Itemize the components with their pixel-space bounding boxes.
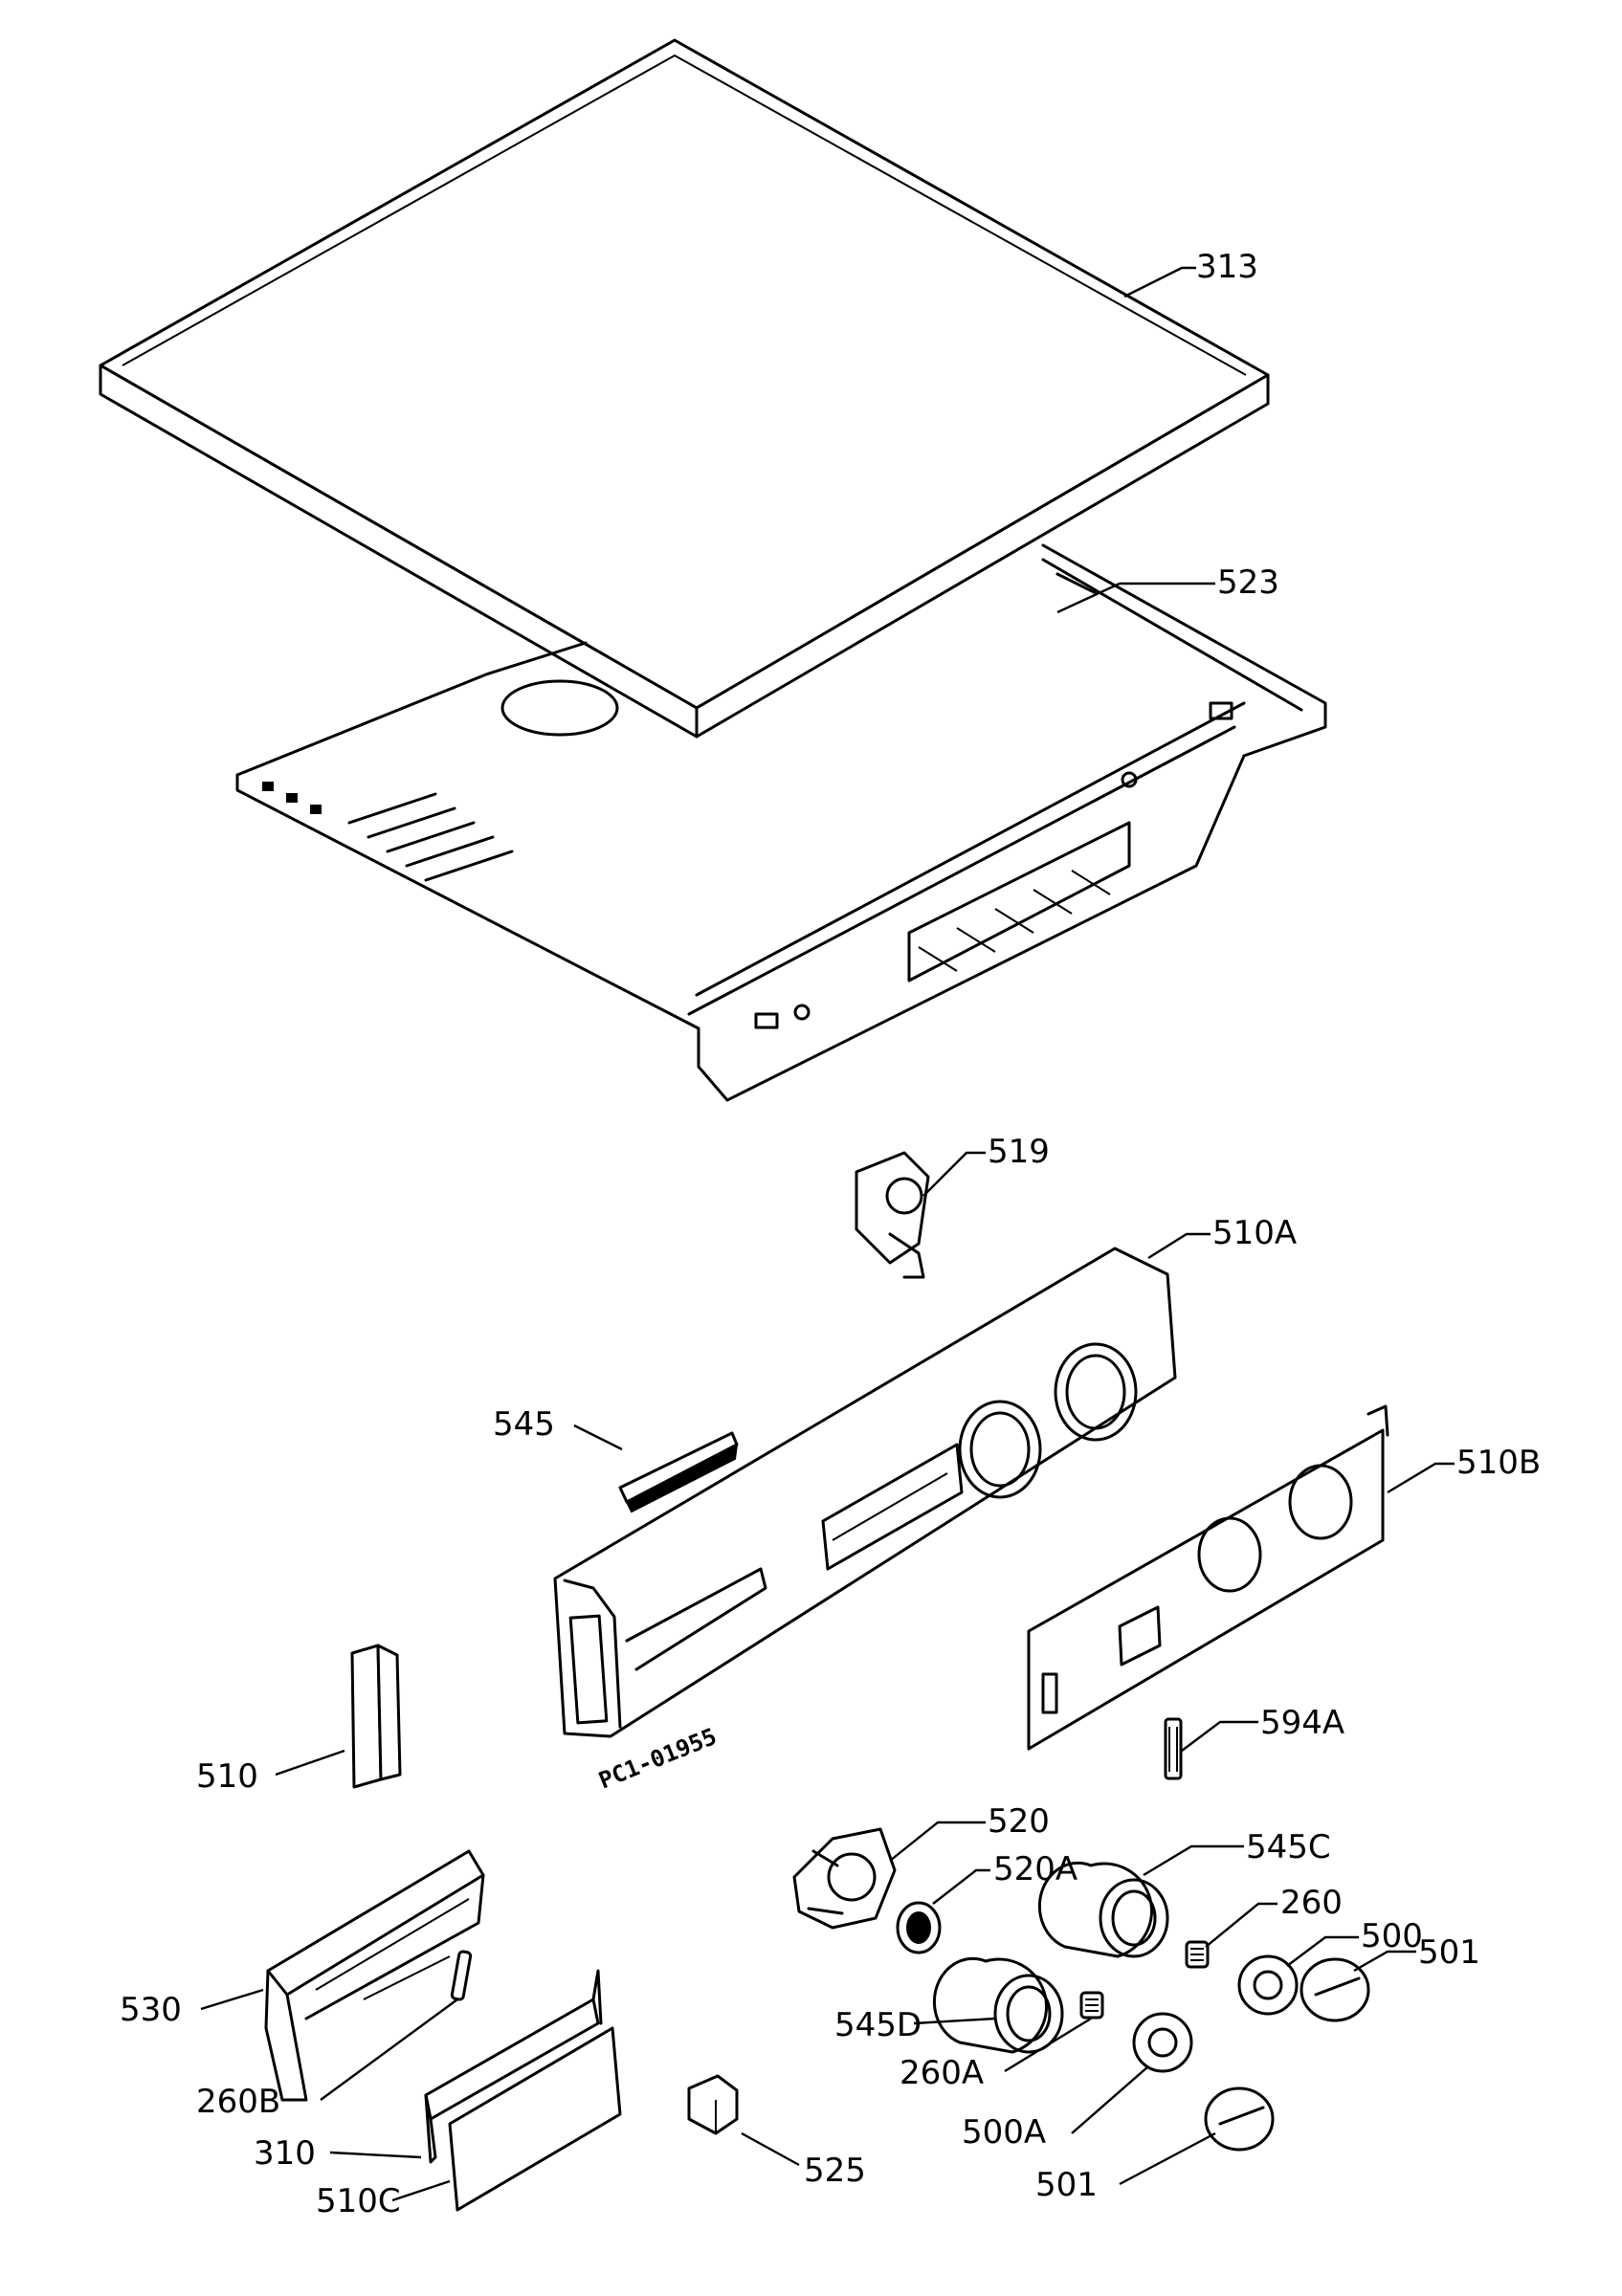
label-545: 545: [493, 1405, 555, 1444]
part-310-cover: [424, 1969, 603, 2164]
part-501-knob-right: [1300, 1957, 1370, 2022]
part-260b: [450, 1950, 473, 2001]
part-500a: [1132, 2012, 1193, 2073]
part-523-frame: [235, 543, 1327, 1102]
label-520a: 520A: [993, 1850, 1078, 1888]
label-313: 313: [1196, 248, 1258, 286]
label-530: 530: [120, 1991, 182, 2029]
label-260: 260: [1280, 1884, 1343, 1922]
label-501-bottom: 501: [1035, 2166, 1098, 2204]
part-labels: 313 523 519 510A 545 510B 594A 510 520 5…: [120, 248, 1541, 2220]
part-545c: [1037, 1861, 1169, 1958]
part-520: [792, 1827, 897, 1930]
label-310: 310: [254, 2134, 316, 2173]
label-260a: 260A: [900, 2054, 984, 2092]
label-525: 525: [804, 2152, 866, 2190]
label-510b: 510B: [1456, 1444, 1541, 1482]
part-520a: [896, 1901, 942, 1954]
label-500: 500: [1361, 1917, 1423, 1955]
part-510-bracket: [350, 1644, 402, 1789]
label-510c: 510C: [316, 2182, 401, 2220]
label-545d: 545D: [834, 2006, 922, 2044]
label-500a: 500A: [962, 2113, 1046, 2152]
part-500: [1237, 1954, 1299, 2016]
label-519: 519: [988, 1133, 1050, 1171]
part-501-knob-bottom: [1204, 2086, 1275, 2152]
label-594a: 594A: [1260, 1704, 1344, 1742]
label-260b: 260B: [196, 2083, 280, 2121]
label-520: 520: [988, 1802, 1050, 1841]
part-519: [855, 1151, 930, 1279]
label-510: 510: [196, 1757, 258, 1796]
label-545c: 545C: [1246, 1828, 1331, 1866]
part-545: [618, 1431, 739, 1513]
part-260-spring: [1185, 1940, 1210, 1969]
part-594a: [1164, 1717, 1183, 1780]
label-510a: 510A: [1212, 1214, 1297, 1252]
part-510b-decor-plate: [1027, 1404, 1389, 1751]
label-523: 523: [1217, 563, 1279, 602]
label-501-right: 501: [1418, 1933, 1480, 1972]
part-530-drawer: [264, 1849, 485, 2102]
part-313-lid: [99, 38, 1270, 739]
leader-lines: [200, 266, 1455, 2202]
part-525: [687, 2074, 739, 2135]
part-545d: [932, 1956, 1064, 2054]
part-510c-flap: [448, 2026, 622, 2212]
part-260a-spring: [1079, 1991, 1104, 2020]
